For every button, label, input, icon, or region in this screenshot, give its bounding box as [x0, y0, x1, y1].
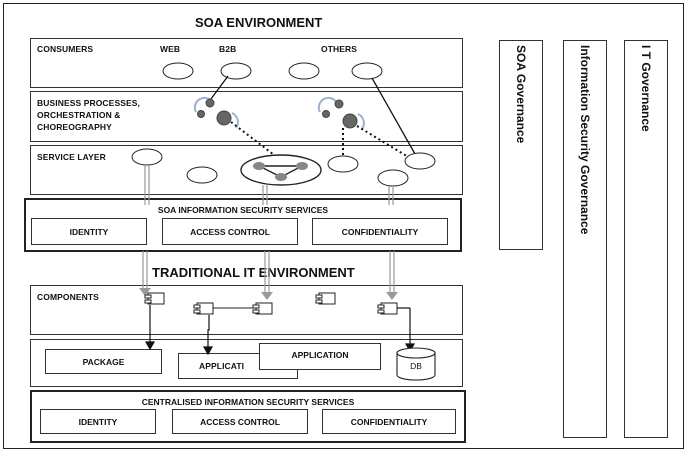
service-layer-label: SERVICE LAYER	[37, 152, 106, 162]
soa-governance-label: SOA Governance	[514, 45, 528, 144]
it-governance-label: I T Governance	[639, 45, 653, 132]
component-icon-4	[315, 292, 336, 305]
dotted-link-1	[230, 121, 283, 162]
web-label: WEB	[160, 44, 181, 54]
service-node-3	[327, 155, 359, 173]
security-to-component-arrow-2	[261, 251, 273, 300]
db-cylinder	[396, 347, 436, 381]
business-processes-label-3: CHOREOGRAPHY	[37, 122, 112, 132]
service-node-4	[404, 152, 436, 170]
soa-governance-column: SOA Governance	[499, 40, 543, 250]
service-node-5	[377, 169, 409, 187]
soa-security-title: SOA INFORMATION SECURITY SERVICES	[157, 205, 329, 215]
db-label: DB	[410, 361, 422, 371]
consumers-layer: CONSUMERS WEB B2B OTHERS	[30, 38, 463, 88]
package-box: PACKAGE	[45, 349, 162, 374]
component-icon-3	[252, 302, 273, 315]
b2b-consumer-node	[220, 62, 252, 80]
other-consumer-node-1	[288, 62, 320, 80]
security-to-component-arrow-1	[139, 251, 151, 296]
it-governance-column: I T Governance	[624, 40, 668, 438]
business-processes-label-2: ORCHESTRATION &	[37, 110, 121, 120]
component-icon-2	[193, 302, 214, 315]
central-confidentiality-cell: CONFIDENTIALITY	[322, 409, 456, 434]
component-to-db-arrow	[404, 308, 416, 353]
security-to-component-arrow-3	[386, 251, 398, 300]
others-label: OTHERS	[321, 44, 358, 54]
business-processes-layer: BUSINESS PROCESSES, ORCHESTRATION & CHOR…	[30, 91, 463, 142]
central-identity-cell: IDENTITY	[40, 409, 156, 434]
application-back-label: APPLICATI	[199, 361, 245, 371]
information-security-governance-label: Information Security Governance	[578, 45, 592, 235]
other-to-service-line	[371, 77, 416, 155]
service-connector-3	[388, 186, 394, 205]
composite-service-triangle	[253, 162, 308, 181]
dotted-link-3	[356, 125, 411, 159]
b2b-to-process-line	[207, 75, 229, 104]
service-connector-1	[144, 165, 150, 205]
component-icon-5	[377, 302, 398, 315]
gear-cluster-right	[317, 96, 365, 130]
application-box-front: APPLICATION	[259, 343, 381, 370]
central-security-title: CENTRALISED INFORMATION SECURITY SERVICE…	[141, 397, 355, 407]
b2b-label: B2B	[219, 44, 237, 54]
service-connector-2	[262, 185, 268, 205]
soa-environment-title: SOA ENVIRONMENT	[195, 15, 323, 30]
component-icon-1	[144, 292, 165, 305]
other-consumer-node-2	[351, 62, 383, 80]
service-node-1	[131, 148, 163, 166]
soa-identity-cell: IDENTITY	[31, 218, 147, 245]
diagram-frame	[3, 3, 684, 449]
component-to-package-arrow	[144, 305, 156, 351]
gear-cluster-left	[193, 96, 239, 129]
traditional-it-title: TRADITIONAL IT ENVIRONMENT	[152, 265, 355, 280]
web-consumer-node	[162, 62, 194, 80]
component-to-application-arrow	[202, 315, 214, 356]
information-security-governance-column: Information Security Governance	[563, 40, 607, 438]
soa-confidentiality-cell: CONFIDENTIALITY	[312, 218, 448, 245]
consumers-label: CONSUMERS	[37, 44, 94, 54]
central-access-control-cell: ACCESS CONTROL	[172, 409, 308, 434]
components-label: COMPONENTS	[37, 292, 99, 302]
soa-access-control-cell: ACCESS CONTROL	[162, 218, 298, 245]
business-processes-label-1: BUSINESS PROCESSES,	[37, 98, 140, 108]
service-node-2	[186, 166, 218, 184]
